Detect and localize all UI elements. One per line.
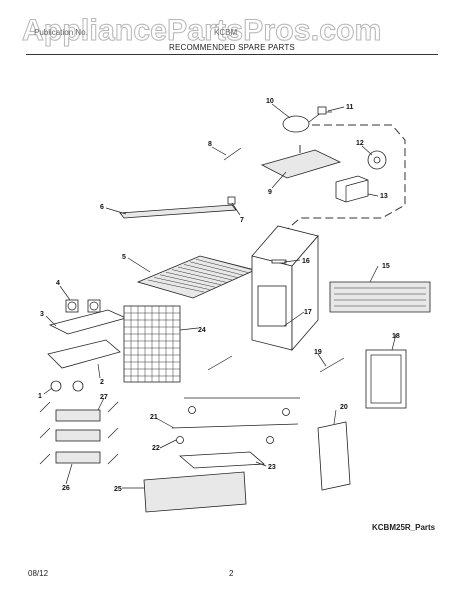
evaporator (136, 255, 257, 299)
callout-1: 1 (38, 393, 42, 400)
diagram-caption: KCBM25R_Parts (372, 523, 436, 532)
callout-5: 5 (122, 254, 126, 261)
leader-lines (43, 103, 397, 489)
support-bar (119, 204, 237, 219)
callout-8: 8 (208, 141, 212, 148)
fan-tray (48, 299, 128, 335)
callout-6: 6 (100, 204, 104, 211)
callout-25: 24 (198, 327, 206, 334)
small-fans (50, 380, 84, 392)
callout-20: 20 (340, 404, 348, 411)
door-gasket (365, 349, 407, 409)
callout-27: 27 (100, 394, 108, 401)
evaporator-fin (171, 269, 227, 283)
callout-4: 4 (56, 280, 60, 287)
callout-10: 10 (266, 98, 274, 105)
evaporator-fin (201, 256, 255, 271)
drawer-pan (178, 451, 266, 469)
callout-22: 22 (152, 445, 160, 452)
model-label: KCBM (214, 28, 238, 37)
evaporator-fin (177, 266, 233, 281)
watermark: AppliancePartsPros.com (22, 14, 382, 48)
evaporator-fin (147, 279, 205, 293)
callout-2: 2 (100, 379, 104, 386)
evaporator-fin (189, 261, 244, 276)
callout-12: 12 (356, 140, 364, 147)
callout-16: 16 (302, 258, 310, 265)
callout-21: 21 (150, 414, 158, 421)
kickplate (143, 471, 247, 513)
publication-label: Publication No. (34, 28, 88, 37)
evaporator-fin (183, 264, 238, 278)
control-box (335, 175, 369, 203)
callout-23: 23 (268, 464, 276, 471)
rods (39, 355, 345, 465)
evaporator-fin (159, 274, 216, 288)
bracket (223, 147, 242, 161)
callout-24: 25 (114, 486, 122, 493)
callout-18: 18 (392, 333, 400, 340)
callout-19: 19 (314, 349, 322, 356)
evaporator-fin (165, 271, 221, 286)
page-title: RECOMMENDED SPARE PARTS (169, 43, 295, 52)
mesh-panel (123, 305, 181, 383)
front-grille (329, 281, 431, 313)
wire-racks (55, 409, 101, 464)
evaporator-fin (153, 277, 210, 290)
callout-15: 15 (382, 263, 390, 270)
drain-pan (47, 339, 121, 369)
compressor (282, 106, 332, 133)
door-panel (317, 421, 351, 491)
callout-26: 26 (62, 485, 70, 492)
cabinet-column (251, 225, 319, 352)
shelf-casters (171, 397, 300, 444)
callout-11: 11 (346, 104, 354, 111)
condenser-plate (260, 149, 342, 179)
header-rule (26, 54, 438, 55)
footer-date: 08/12 (28, 569, 49, 578)
evaporator-fin (195, 258, 249, 274)
clip (227, 196, 236, 205)
callout-labels: 10 11 8 12 9 6 7 13 5 16 15 17 4 3 2 24 … (38, 98, 400, 493)
fan-motor (367, 150, 387, 170)
callout-9: 9 (268, 189, 272, 196)
callout-17: 17 (304, 309, 312, 316)
footer-page-number: 2 (229, 569, 234, 578)
callout-3: 3 (40, 311, 44, 318)
callout-13: 13 (380, 193, 388, 200)
callout-7: 7 (240, 217, 244, 224)
